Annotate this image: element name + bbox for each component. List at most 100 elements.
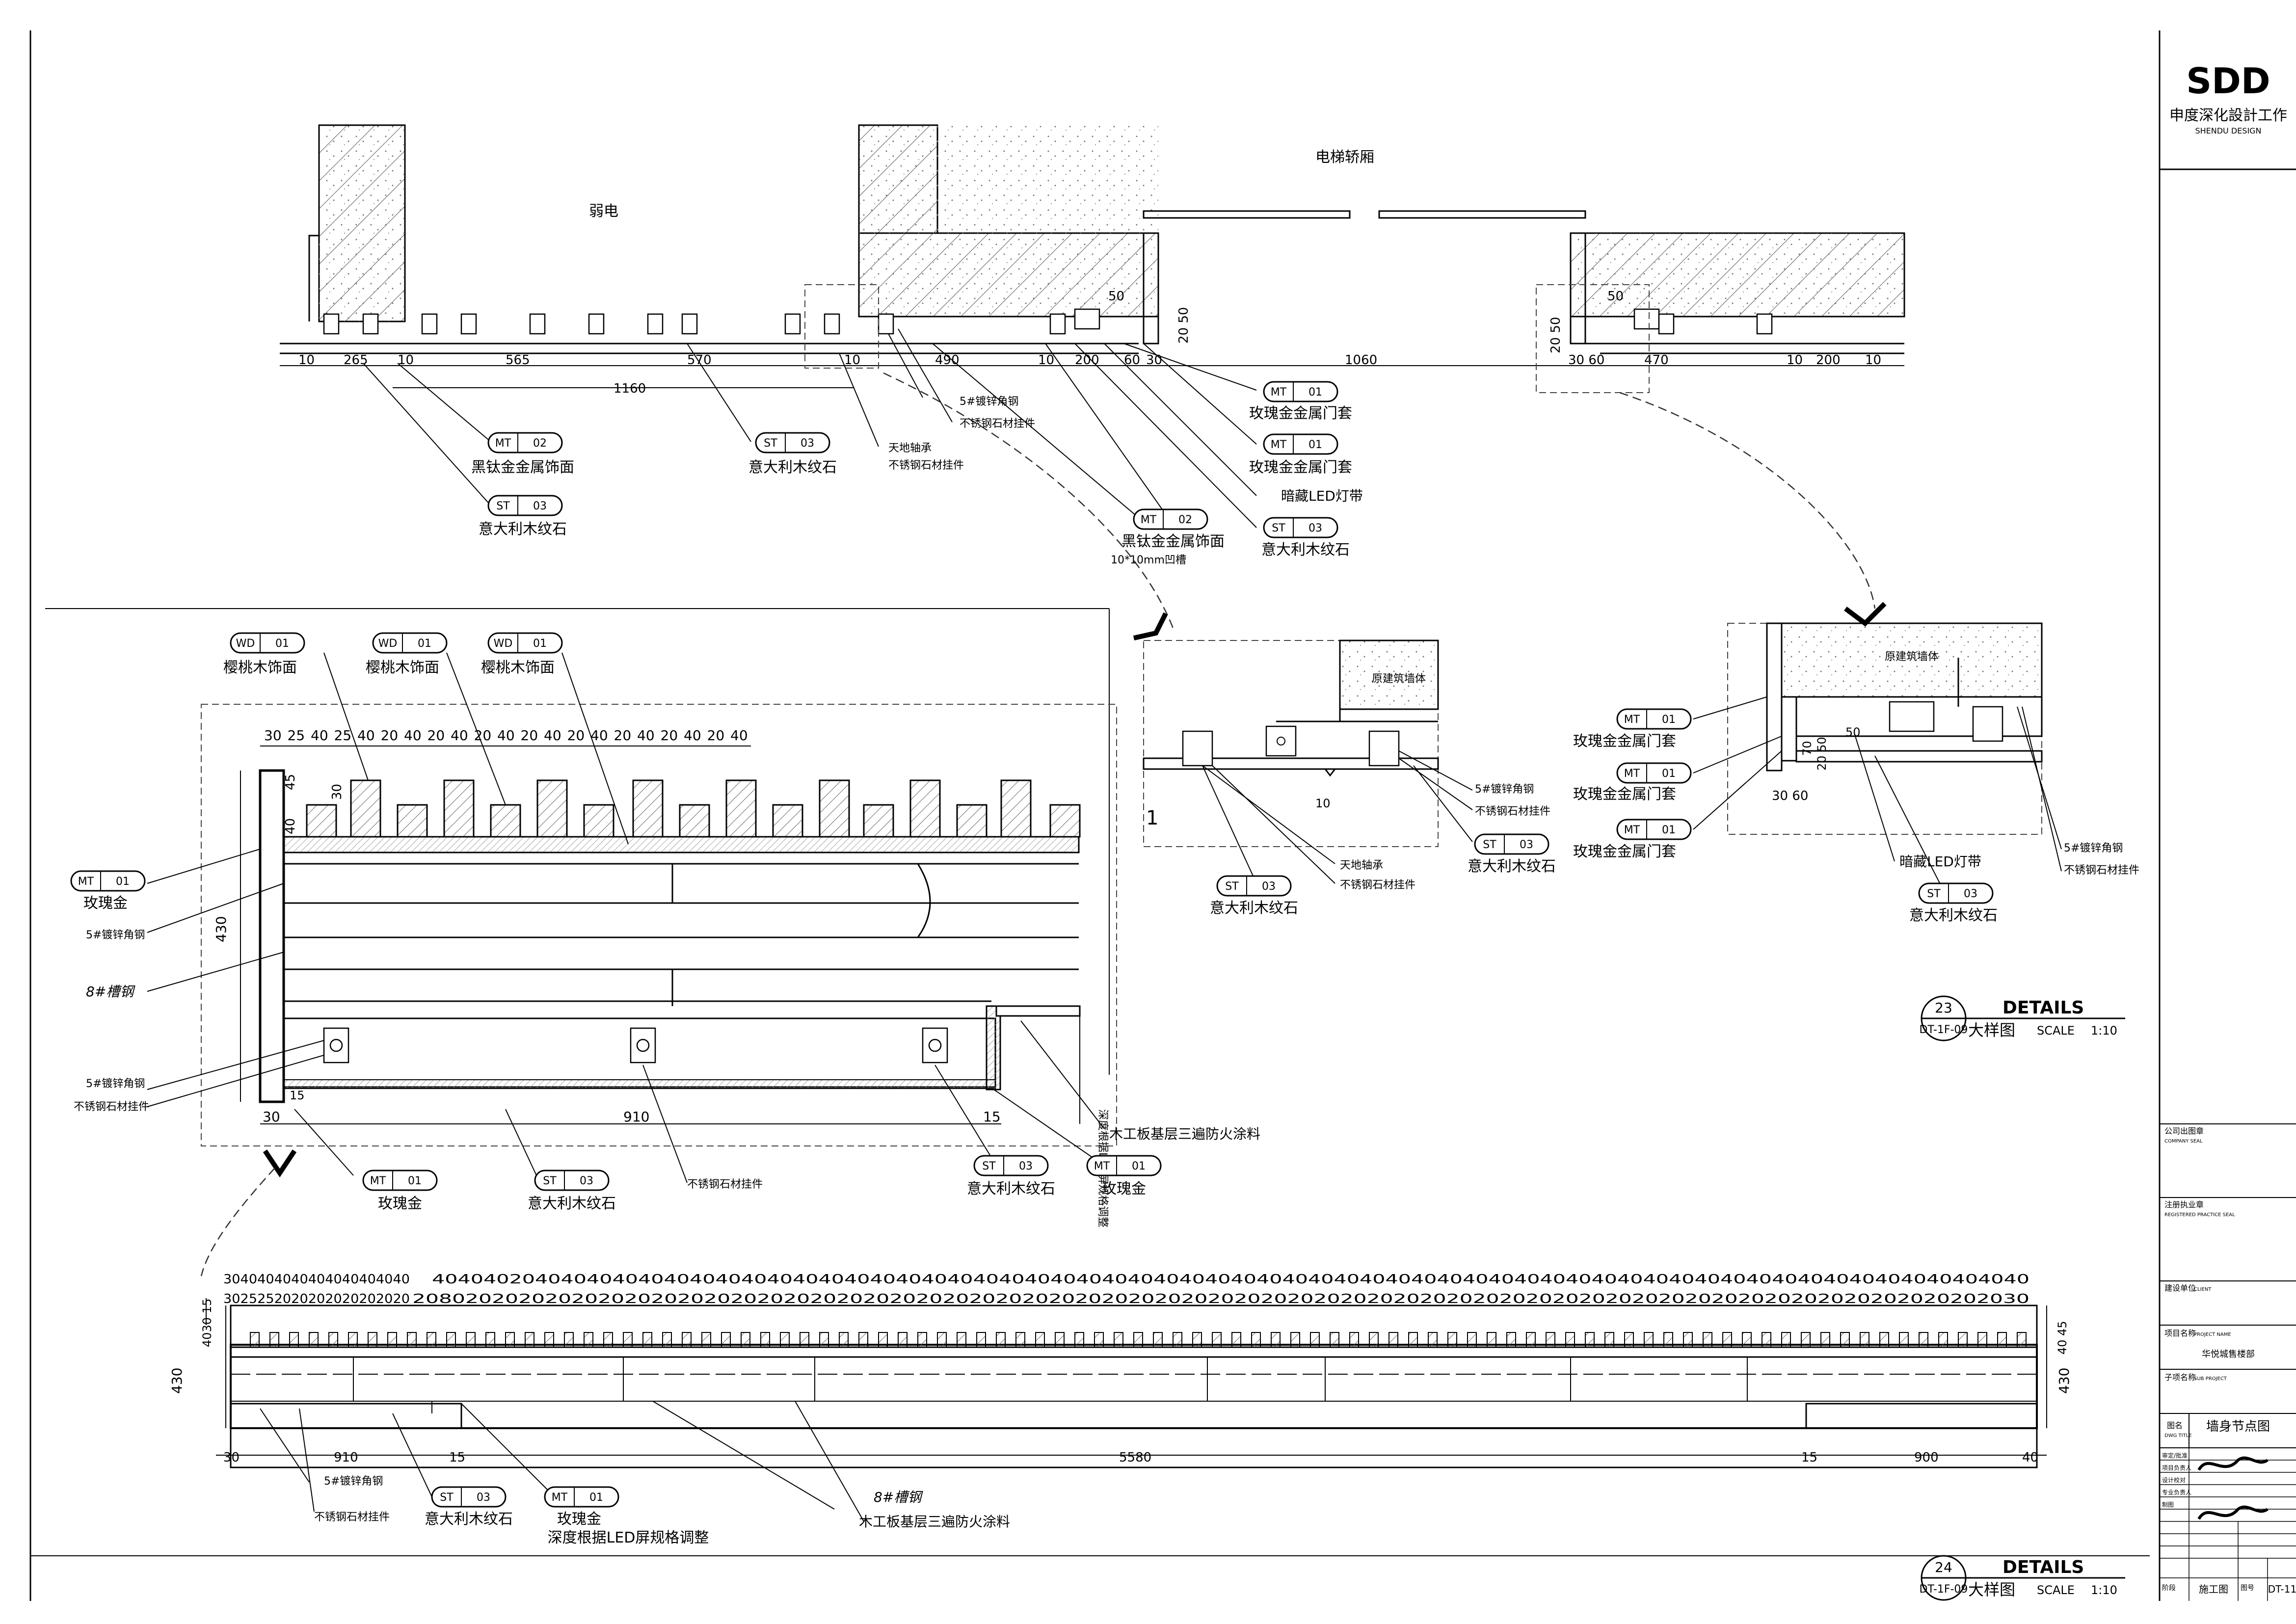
wood-slat	[800, 1332, 809, 1348]
dim-910: 910	[334, 1450, 358, 1465]
stone-hangers	[323, 1027, 948, 1064]
dim-50: 50	[1607, 289, 1624, 304]
dim-200: 200	[1816, 353, 1841, 368]
wood-slat	[490, 804, 521, 838]
svg-text:MT: MT	[1624, 714, 1640, 726]
company-name-en: SHENDU DESIGN	[2195, 126, 2261, 135]
wood-slats-elevation	[250, 1332, 2027, 1348]
dim-label: 20	[614, 727, 632, 744]
wood-slat	[1781, 1332, 1791, 1348]
tag-st03i: ST 03 意大利木纹石	[425, 1486, 513, 1528]
svg-text:樱桃木饰面: 樱桃木饰面	[223, 659, 297, 676]
tag-st03a: ST 03 意大利木纹石	[479, 495, 567, 538]
tag-mt01d: MT 01 玫瑰金	[362, 1170, 438, 1212]
sheet-frame	[29, 30, 2161, 1601]
wood-slat	[741, 1332, 750, 1348]
svg-text:MT: MT	[1271, 386, 1287, 399]
note-ss-hanger: 不锈钢石材挂件	[2064, 864, 2139, 877]
detail-callout-23: 23 DT-1F-09 DETAILS 大样图 SCALE 1:10	[1920, 995, 2125, 1041]
wood-slat	[1428, 1332, 1438, 1348]
section-arrow	[1133, 612, 1168, 640]
svg-text:DWG TITLE: DWG TITLE	[2164, 1433, 2192, 1438]
note-ss-hanger: 不锈钢石材挂件	[74, 1101, 149, 1113]
dim-label: 40	[451, 727, 468, 744]
top-dimension-texts: 10 265 10 565 570 10 490 10 200 60 30 10…	[298, 289, 1881, 396]
tag-mt01a: MT 01 玫瑰金金属门套	[1249, 381, 1352, 422]
svg-text:PROJECT NAME: PROJECT NAME	[2194, 1332, 2231, 1337]
dim-30: 30	[330, 784, 345, 800]
svg-text:03: 03	[1019, 1160, 1033, 1172]
wood-slat	[1173, 1332, 1182, 1348]
svg-text:意大利木纹石: 意大利木纹石	[479, 521, 567, 538]
dim-30-60: 30 60	[1568, 353, 1604, 368]
svg-text:MT: MT	[1141, 514, 1157, 526]
wood-slat	[819, 779, 850, 838]
svg-text:MT: MT	[370, 1175, 386, 1187]
dim-265: 265	[344, 353, 368, 368]
tag-mt01b: MT 01 玫瑰金金属门套	[1249, 433, 1352, 476]
note-bearing: 天地轴承	[1340, 859, 1383, 872]
wood-slat	[427, 1332, 436, 1348]
wood-slat	[1879, 1332, 1889, 1348]
svg-text:01: 01	[1662, 768, 1676, 780]
dim-label: 40	[544, 727, 561, 744]
dim-run-top-left: 3040404040404040404040	[223, 1272, 410, 1287]
wood-slat	[564, 1332, 574, 1348]
svg-text:图号: 图号	[2241, 1584, 2254, 1592]
svg-text:01: 01	[116, 876, 130, 888]
wood-slat	[642, 1332, 652, 1348]
note-angle-steel: 5#镀锌角钢	[960, 396, 1018, 408]
note-fireproof: 木工板基层三遍防火涂料	[1109, 1126, 1260, 1142]
wood-slat	[682, 1332, 692, 1348]
svg-text:樱桃木饰面: 樱桃木饰面	[481, 659, 555, 676]
svg-text:意大利木纹石: 意大利木纹石	[425, 1511, 513, 1528]
svg-text:玫瑰金: 玫瑰金	[83, 895, 128, 912]
wood-slat	[956, 804, 988, 838]
wood-slat	[1762, 1332, 1771, 1348]
dim-30: 30	[1146, 353, 1162, 368]
svg-text:10*10mm凹槽: 10*10mm凹槽	[1111, 554, 1186, 566]
svg-text:玫瑰金: 玫瑰金	[1102, 1180, 1146, 1198]
dim-70: 70	[1800, 741, 1814, 756]
drawing-name: 墙身节点图	[2206, 1419, 2270, 1434]
stone-hangers-top	[323, 308, 1773, 335]
label-orig-wall: 原建筑墙体	[1372, 673, 1426, 685]
note-ss-hanger: 不锈钢石材挂件	[888, 459, 964, 472]
svg-text:DETAILS: DETAILS	[2002, 1557, 2084, 1577]
wood-slat	[662, 1332, 672, 1348]
steel-channel	[284, 863, 1079, 1006]
svg-text:WD: WD	[236, 638, 255, 650]
drawing-name-label: 图名	[2167, 1421, 2183, 1430]
wood-slat	[1604, 1332, 1614, 1348]
svg-text:大样图: 大样图	[1968, 1021, 2015, 1039]
svg-text:MT: MT	[78, 876, 94, 888]
elevator-door-leaf	[1143, 210, 1351, 219]
wood-slat	[603, 1332, 613, 1348]
svg-text:01: 01	[1662, 824, 1676, 836]
svg-text:玫瑰金: 玫瑰金	[378, 1195, 422, 1212]
note-ss-hanger: 不锈钢石材挂件	[1340, 879, 1415, 891]
svg-text:玫瑰金金属门套: 玫瑰金金属门套	[1573, 733, 1676, 750]
wood-slat	[1000, 779, 1032, 838]
wood-slat	[1049, 804, 1081, 838]
dim-30: 30	[223, 1450, 240, 1465]
wood-slat	[1703, 1332, 1712, 1348]
note-angle-steel: 5#镀锌角钢	[1475, 783, 1534, 796]
svg-text:1:10: 1:10	[2091, 1024, 2117, 1038]
svg-text:03: 03	[1262, 880, 1276, 893]
tag-wd01a: WD 01 樱桃木饰面	[223, 632, 305, 676]
note-angle-steel: 5#镀锌角钢	[324, 1475, 383, 1488]
stone-cladding	[280, 232, 1904, 354]
svg-text:意大利木纹石: 意大利木纹石	[748, 459, 837, 476]
svg-text:黑钛金金属饰面: 黑钛金金属饰面	[1121, 533, 1225, 550]
dim-label: 20	[661, 727, 678, 744]
wood-slat	[780, 1332, 790, 1348]
dim-430: 430	[169, 1368, 185, 1394]
wood-slat	[1977, 1332, 1987, 1348]
svg-text:ST: ST	[543, 1175, 557, 1187]
dim-50: 50	[1108, 289, 1124, 304]
tag-st03c: ST 03 意大利木纹石	[1261, 517, 1350, 559]
dim-label: 40	[404, 727, 422, 744]
wood-slat	[1663, 1332, 1673, 1348]
wood-slat	[1644, 1332, 1654, 1348]
